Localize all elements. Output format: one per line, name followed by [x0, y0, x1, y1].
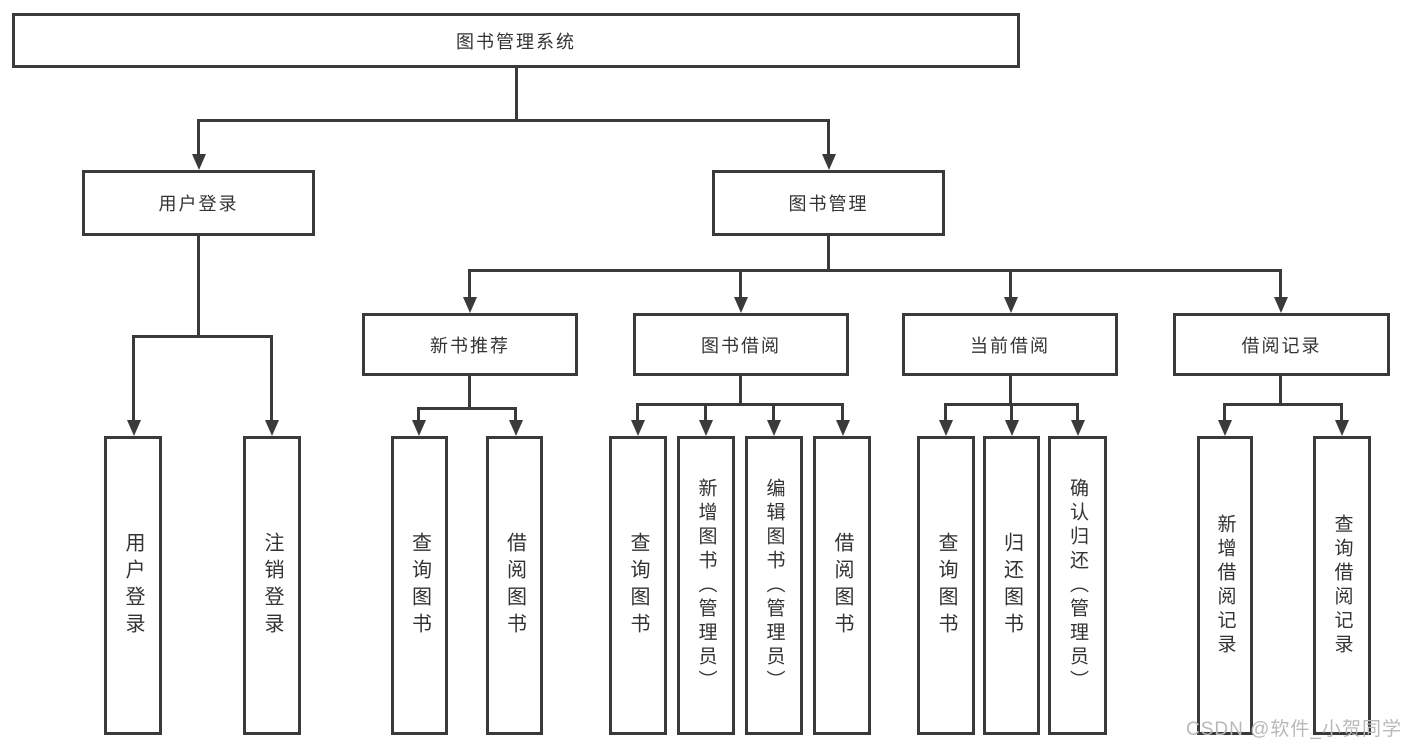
arrow-down-icon [509, 420, 523, 436]
connector-recommend-branch-vline [468, 374, 471, 409]
node-current-return-book: 归还图书 [983, 436, 1040, 735]
node-current-query-book-label: 查询图书 [935, 531, 957, 640]
arrow-down-icon [767, 420, 781, 436]
node-records-query-record: 查询借阅记录 [1313, 436, 1371, 735]
node-new-book-recommend: 新书推荐 [362, 313, 578, 376]
node-logout: 注销登录 [243, 436, 301, 735]
arrow-down-icon [1218, 420, 1232, 436]
node-borrow-borrow-book: 借阅图书 [813, 436, 871, 735]
arrow-down-icon [1004, 297, 1018, 313]
connector-cur-confirm-stub [1076, 403, 1079, 422]
node-borrow-records-label: 借阅记录 [1241, 335, 1322, 356]
connector-records-stub [1279, 269, 1282, 299]
node-records-add-record: 新增借阅记录 [1197, 436, 1253, 735]
arrow-down-icon [1071, 420, 1085, 436]
node-recommend-borrow-book: 借阅图书 [486, 436, 543, 735]
node-borrow-borrow-book-label: 借阅图书 [831, 531, 853, 640]
node-current-query-book: 查询图书 [917, 436, 975, 735]
arrow-down-icon [1274, 297, 1288, 313]
arrow-down-icon [463, 297, 477, 313]
node-recommend-borrow-book-label: 借阅图书 [503, 531, 526, 640]
node-recommend-query-book: 查询图书 [391, 436, 448, 735]
node-current-confirm-return: 确认归还（管理员） [1048, 436, 1107, 735]
node-root-label: 图书管理系统 [456, 31, 576, 52]
watermark: CSDN @软件_小贺同学 [1186, 719, 1402, 740]
connector-recs-add-stub [1223, 403, 1226, 422]
connector-cur-query-stub [944, 403, 947, 422]
connector-cur-return-stub [1010, 403, 1013, 422]
arrow-down-icon [1005, 420, 1019, 436]
connector-records-branch-hline [1223, 403, 1343, 406]
node-records-add-record-label: 新增借阅记录 [1214, 513, 1236, 658]
node-current-confirm-return-label: 确认归还（管理员） [1067, 477, 1088, 694]
arrow-down-icon [836, 420, 850, 436]
connector-bor-edit-stub [772, 403, 775, 422]
node-root: 图书管理系统 [12, 13, 1020, 68]
connector-borrow-branch-vline [739, 374, 742, 405]
node-book-management: 图书管理 [712, 170, 945, 236]
node-borrow-query-book: 查询图书 [609, 436, 667, 735]
node-borrow-edit-book-label: 编辑图书（管理员） [763, 477, 785, 694]
connector-rec-borrow-stub [514, 407, 517, 422]
connector-bor-query-stub [636, 403, 639, 422]
arrow-down-icon [412, 420, 426, 436]
node-recommend-query-book-label: 查询图书 [408, 531, 431, 640]
connector-recs-query-stub [1340, 403, 1343, 422]
arrow-down-icon [822, 154, 836, 170]
node-borrow-add-book-label: 新增图书（管理员） [695, 477, 717, 694]
node-borrow-add-book: 新增图书（管理员） [677, 436, 735, 735]
connector-book-branch-vline [827, 234, 830, 271]
node-book-management-label: 图书管理 [788, 194, 869, 214]
connector-recommend-stub [468, 269, 471, 299]
arrow-down-icon [265, 420, 279, 436]
connector-borrow-stub [739, 269, 742, 299]
node-login-label: 用户登录 [122, 531, 144, 640]
connector-borrow-branch-hline [636, 403, 844, 406]
connector-level1-hline [197, 119, 830, 122]
node-current-return-book-label: 归还图书 [1000, 531, 1023, 640]
connector-recommend-branch-hline [417, 407, 517, 410]
arrow-down-icon [734, 297, 748, 313]
node-current-borrow: 当前借阅 [902, 313, 1118, 376]
node-book-borrow-label: 图书借阅 [701, 335, 781, 356]
connector-user-login-stub [197, 119, 200, 156]
arrow-down-icon [192, 154, 206, 170]
connector-bor-add-stub [704, 403, 707, 422]
connector-logout-stub [270, 335, 273, 422]
node-book-borrow: 图书借阅 [633, 313, 849, 376]
connector-records-branch-vline [1279, 374, 1282, 405]
node-logout-label: 注销登录 [261, 531, 283, 640]
node-user-login-label: 用户登录 [158, 194, 239, 214]
node-borrow-edit-book: 编辑图书（管理员） [745, 436, 803, 735]
node-user-login: 用户登录 [82, 170, 315, 236]
node-borrow-query-book-label: 查询图书 [627, 531, 649, 640]
arrow-down-icon [631, 420, 645, 436]
node-borrow-records: 借阅记录 [1173, 313, 1390, 376]
arrow-down-icon [127, 420, 141, 436]
connector-book-branch-hline [468, 269, 1282, 272]
connector-current-stub [1009, 269, 1012, 299]
connector-bor-borrow-stub [841, 403, 844, 422]
node-current-borrow-label: 当前借阅 [970, 335, 1050, 356]
connector-login-stub [132, 335, 135, 422]
connector-root-vline [515, 66, 518, 121]
connector-rec-query-stub [417, 407, 420, 422]
node-new-book-recommend-label: 新书推荐 [430, 335, 510, 356]
node-login: 用户登录 [104, 436, 162, 735]
arrow-down-icon [699, 420, 713, 436]
connector-user-branch-vline [197, 234, 200, 337]
arrow-down-icon [939, 420, 953, 436]
connector-current-branch-vline [1009, 374, 1012, 405]
connector-user-branch-hline [132, 335, 273, 338]
connector-book-mgmt-stub [827, 119, 830, 156]
node-records-query-record-label: 查询借阅记录 [1331, 513, 1353, 658]
arrow-down-icon [1335, 420, 1349, 436]
